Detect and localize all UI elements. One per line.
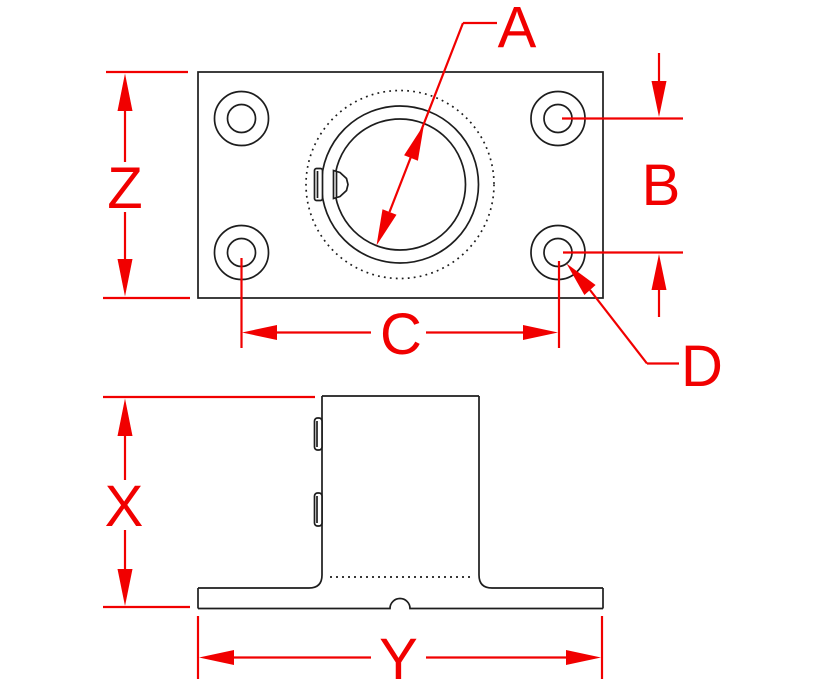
flange-plate-outline	[197, 71, 604, 299]
set-screw-front-upper	[313, 417, 323, 451]
dimension-b: B	[562, 53, 683, 317]
dim-c-arrow-right	[523, 325, 558, 340]
dim-a-arrow-lower	[376, 209, 397, 246]
dimension-z: Z	[103, 70, 190, 300]
dim-b-arrow-down	[651, 81, 667, 117]
tube-left-edge	[308, 396, 323, 589]
dim-label-a: A	[498, 0, 537, 61]
set-screw-body	[313, 167, 324, 202]
dim-a-leader-diagonal	[388, 22, 465, 213]
dim-z-arrow-up	[117, 73, 133, 111]
set-screw-head	[313, 492, 323, 527]
socket-boss-hidden-circle	[305, 89, 495, 280]
dim-x-arrow-down	[117, 569, 133, 606]
dim-b-arrow-up	[651, 254, 667, 290]
dim-label-c: C	[380, 302, 422, 367]
dimension-x: X	[103, 395, 315, 609]
dim-y-arrow-left	[199, 650, 234, 665]
dimension-a: A	[376, 0, 537, 246]
dim-d-leader-diagonal	[589, 289, 648, 365]
set-screw-front-lower	[313, 492, 323, 527]
set-screw-head	[313, 417, 323, 451]
dim-label-x: X	[105, 474, 144, 539]
dim-label-b: B	[642, 153, 681, 218]
dimension-d: D	[566, 263, 723, 399]
dim-c-arrow-left	[242, 325, 277, 340]
dim-y-arrow-right	[566, 650, 601, 665]
tube-right-edge	[478, 396, 493, 589]
dim-label-y: Y	[379, 627, 418, 684]
dim-x-arrow-up	[117, 398, 133, 436]
bolt-hole-inner	[226, 103, 257, 134]
bolt-hole-top-left	[213, 90, 270, 147]
dimension-y: Y	[196, 616, 604, 684]
front-view	[197, 395, 604, 610]
dim-a-arrow-upper	[404, 124, 424, 161]
dim-z-arrow-down	[117, 259, 133, 297]
set-screw-top-view	[313, 167, 349, 202]
flange-bottom-edge-with-notch	[198, 597, 603, 610]
dimension-c: C	[240, 258, 561, 367]
bolt-hole-outer	[213, 90, 270, 147]
dim-label-d: D	[681, 334, 723, 399]
dim-label-z: Z	[107, 156, 142, 221]
dim-d-arrow	[566, 263, 596, 295]
